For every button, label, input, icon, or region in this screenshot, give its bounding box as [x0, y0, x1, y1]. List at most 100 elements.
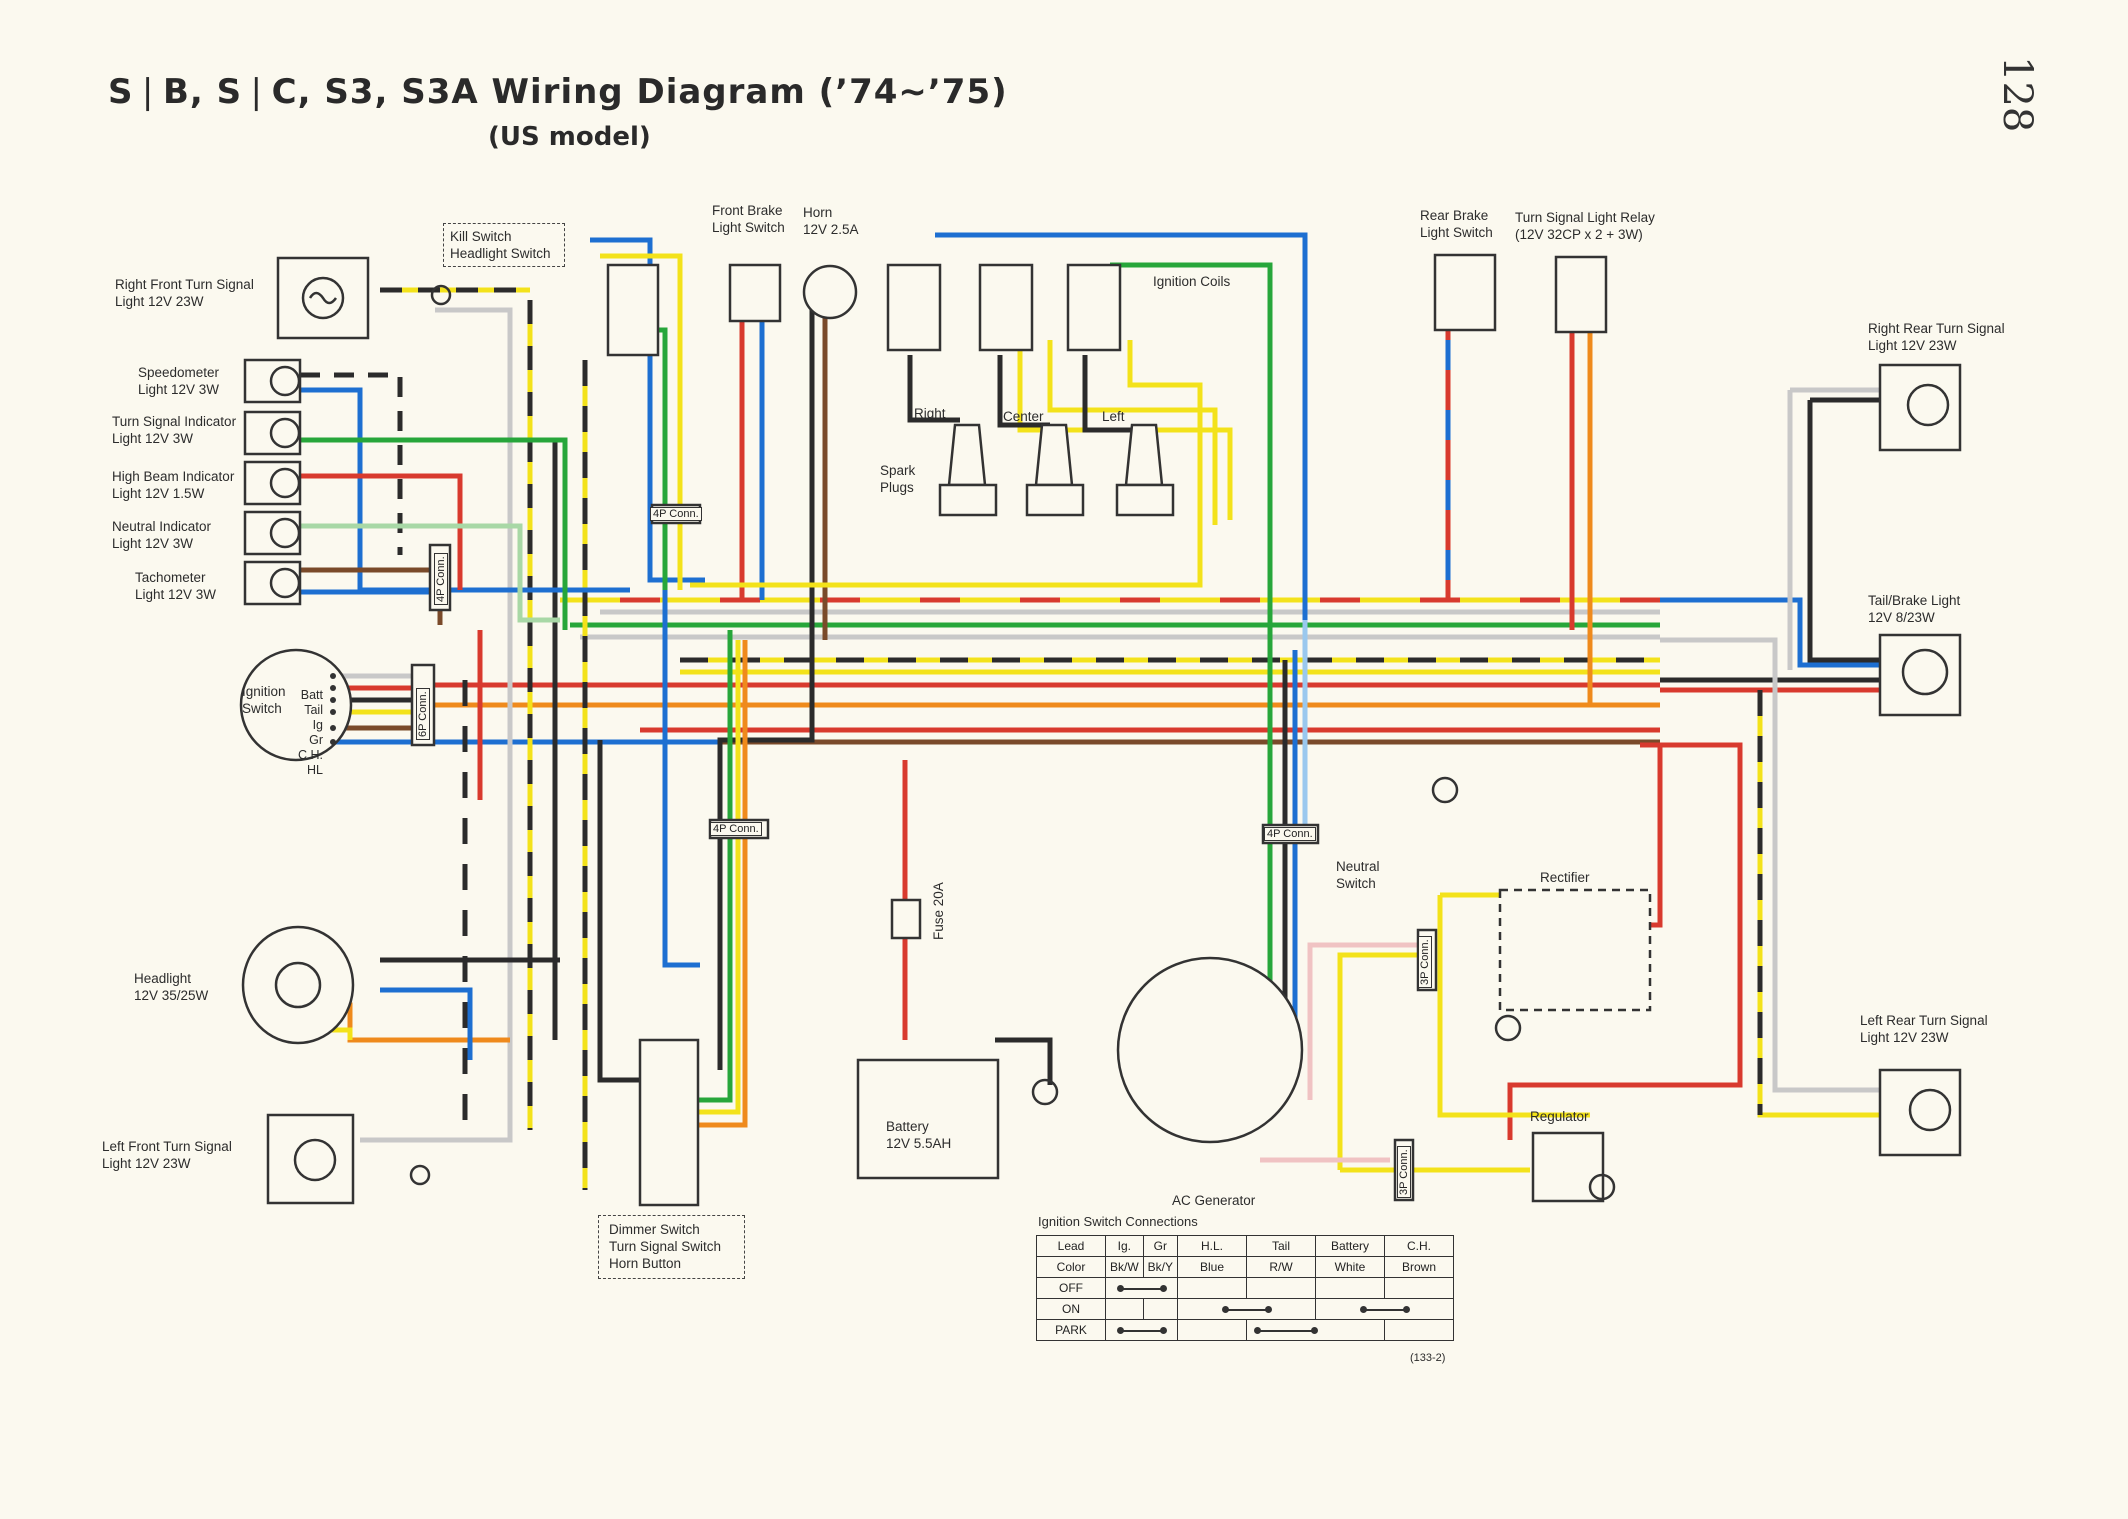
wire-green-kill [620, 327, 668, 590]
wire-gray-left [360, 307, 513, 1143]
right-rear-turn-signal-lamp [1878, 363, 1962, 452]
kill-switch-label-box [443, 223, 565, 267]
wire-black-coil-l [1082, 355, 1140, 433]
rectifier [1498, 888, 1652, 1012]
right-front-turn-signal-lamp [276, 256, 370, 340]
turn-signal-relay [1554, 255, 1608, 334]
headlight [241, 925, 355, 1045]
dimmer-switch-block [638, 1038, 700, 1207]
connection-indicator [1104, 1319, 1179, 1341]
spark-plug-center [1025, 423, 1085, 517]
battery [856, 1058, 1000, 1180]
table-cell: White [1315, 1256, 1386, 1278]
table-cell: Brown [1384, 1256, 1455, 1278]
conn-label-4p-left: 4P Conn. [434, 553, 448, 605]
table-cell [1177, 1319, 1248, 1341]
ground-symbols [409, 284, 1616, 1201]
wire-gray-rear [1660, 637, 1880, 1093]
connection-indicator [1104, 1277, 1179, 1299]
table-cell [1315, 1277, 1386, 1299]
table-cell: Color [1036, 1256, 1106, 1278]
table-cell: C.H. [1384, 1235, 1455, 1257]
label-ignition-coils: Ignition Coils [1153, 274, 1231, 289]
ignition-switch-table: Lead Ig. Gr H.L. Tail Battery C.H. Color… [1036, 1235, 1455, 1341]
label-coil-left: Left [1102, 409, 1125, 424]
wire-orange-dim [690, 640, 748, 1128]
conn-label-6p: 6P Conn. [416, 688, 430, 740]
tachometer-lamp [243, 560, 302, 606]
ignition-terminals [330, 673, 336, 745]
table-cell: Gr [1142, 1235, 1179, 1257]
table-row: ON [1036, 1298, 1455, 1320]
wire-black-speedo [300, 372, 403, 555]
page-number: 128 [1994, 56, 2040, 133]
table-cell: Blue [1177, 1256, 1248, 1278]
label-coil-center: Center [1003, 409, 1044, 424]
horn [802, 264, 858, 320]
table-row: Lead Ig. Gr H.L. Tail Battery C.H. [1036, 1235, 1455, 1257]
label-relay: Turn Signal Light Relay(12V 32CP x 2 + 3… [1515, 210, 1655, 242]
wire-yellow-kill [600, 253, 683, 590]
ignition-table-caption: Ignition Switch Connections [1038, 1214, 1198, 1229]
ac-generator [1116, 956, 1304, 1144]
table-cell: Battery [1315, 1235, 1386, 1257]
wire-yellow-rect3 [1337, 952, 1430, 1170]
connection-indicator [1246, 1319, 1386, 1341]
table-cell: Bk/Y [1142, 1256, 1179, 1278]
left-rear-turn-signal-lamp [1878, 1068, 1962, 1157]
table-cell: Ig. [1105, 1235, 1144, 1257]
wire-yellow-coil3 [1047, 340, 1218, 525]
table-row: Color Bk/W Bk/Y Blue R/W White Brown [1036, 1256, 1455, 1278]
wire-pink-rect [1307, 942, 1420, 1100]
wire-black-dim [597, 740, 640, 1083]
table-cell [1105, 1298, 1144, 1320]
wire-blue-speedo [300, 387, 630, 593]
neutral-indicator-lamp [243, 510, 302, 556]
left-front-turn-signal-lamp [266, 1113, 355, 1205]
table-row: OFF [1036, 1277, 1455, 1299]
figure-reference: (133-2) [1410, 1352, 1446, 1364]
conn-label-4p-top: 4P Conn. [650, 507, 702, 521]
wire-blue-up [662, 590, 700, 968]
table-cell [1384, 1319, 1455, 1341]
wire-green-turn [300, 437, 568, 630]
wire-yellow-coil2 [1127, 340, 1203, 525]
tail-brake-lamp [1878, 633, 1962, 717]
connection-indicator [1315, 1298, 1455, 1320]
wire-green-dim [690, 630, 733, 1103]
wire-yellow-left-rear [1757, 690, 1880, 1118]
table-cell [1177, 1277, 1248, 1299]
label-rectifier: Rectifier [1540, 870, 1590, 885]
table-cell: Lead [1036, 1235, 1106, 1257]
table-cell: R/W [1246, 1256, 1317, 1278]
wire-red-hb [300, 473, 463, 590]
page-title: S❘B, S❘C, S3, S3A Wiring Diagram (’74∼’7… [108, 72, 1008, 112]
table-cell [1246, 1277, 1317, 1299]
table-cell: Tail [1246, 1235, 1317, 1257]
wire-yellow-coil4 [690, 525, 1203, 588]
conn-label-4p-right: 4P Conn. [1264, 827, 1316, 841]
table-row: PARK [1036, 1319, 1455, 1341]
dimmer-label-box [598, 1215, 745, 1279]
ignition-coil-center [978, 263, 1034, 352]
wire-black-coil-r [907, 355, 960, 423]
wire-blue-coil [935, 232, 1308, 620]
label-coil-right: Right [914, 406, 946, 421]
wire-lgreen-neutral [300, 523, 560, 623]
connection-indicator [1177, 1298, 1317, 1320]
wire-black-horn [717, 300, 815, 1070]
regulator [1531, 1131, 1605, 1203]
ignition-coil-left [1066, 263, 1122, 352]
